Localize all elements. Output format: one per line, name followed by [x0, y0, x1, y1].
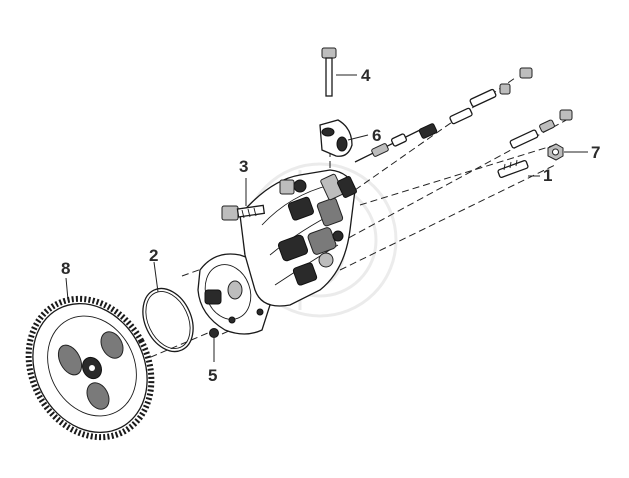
- plug-part-5: [209, 328, 219, 338]
- callout-8: 8: [61, 259, 70, 278]
- o-ring-part-2: [142, 287, 194, 353]
- stud-part-1: [497, 159, 529, 178]
- callout-6: 6: [372, 126, 381, 145]
- callout-labels: 1 2 3 4 5 6 7 8: [61, 66, 600, 385]
- nut-part-7: [547, 143, 564, 161]
- callout-7: 7: [591, 143, 600, 162]
- bracket-part-6: [319, 119, 353, 157]
- bolt-part-3: [221, 204, 266, 221]
- callout-1: 1: [543, 166, 552, 185]
- drive-gear-part-8: [25, 295, 155, 441]
- injection-pump-body: [197, 169, 357, 335]
- connector-pipes: [354, 67, 573, 163]
- callout-4: 4: [361, 66, 371, 85]
- bolt-part-4: [321, 47, 337, 97]
- callout-2: 2: [149, 246, 158, 265]
- leader-lines: [65, 74, 588, 362]
- callout-5: 5: [208, 366, 217, 385]
- callout-3: 3: [239, 157, 248, 176]
